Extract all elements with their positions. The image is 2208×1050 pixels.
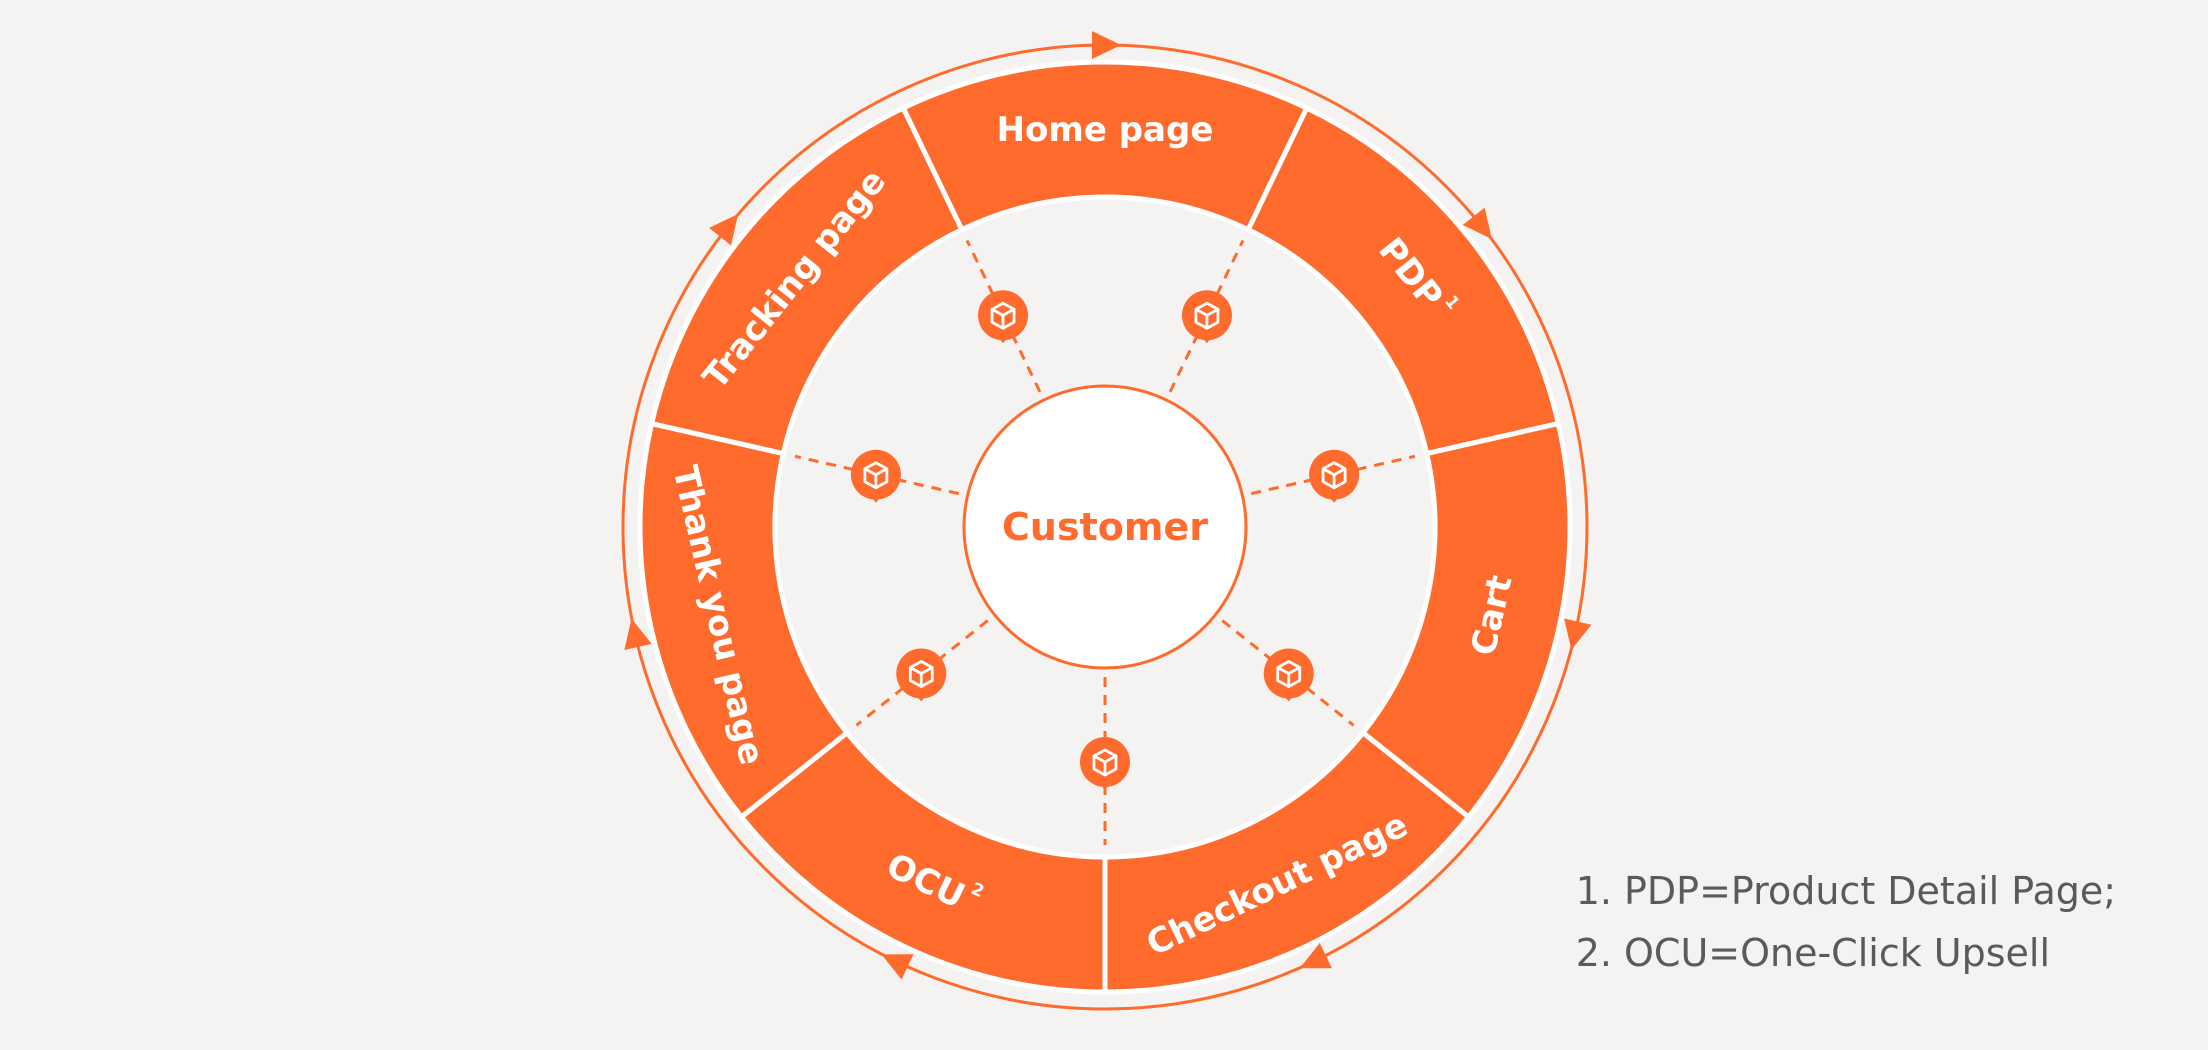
footnote-text: OCU=One-Click Upsell — [1624, 931, 2051, 975]
cycle-arrow-icon — [1299, 943, 1332, 969]
package-pin-icon — [896, 648, 947, 702]
segment-tracking-page — [649, 105, 965, 457]
cycle-arrow-icon — [1564, 618, 1592, 650]
footnotes: 1. PDP=Product Detail Page; 2. OCU=One-C… — [1560, 860, 2116, 984]
cycle-arrow-icon — [709, 213, 739, 246]
connector-spokes — [794, 239, 1416, 845]
customer-label: Customer — [1002, 505, 1208, 549]
customer-circle — [962, 384, 1248, 670]
footnote-text: PDP=Product Detail Page; — [1624, 869, 2117, 913]
cycle-arrow-ring — [621, 31, 1592, 1011]
footnote-ocu: 2. OCU=One-Click Upsell — [1560, 922, 2116, 984]
cycle-arrow-icon — [881, 954, 914, 980]
cycle-arrow-icon — [1462, 207, 1492, 239]
footnote-number: 1. — [1575, 869, 1612, 913]
package-pin-icon — [1080, 737, 1130, 790]
footnote-pdp: 1. PDP=Product Detail Page; — [1560, 860, 2116, 922]
segment-label-home-page: Home page — [997, 110, 1214, 150]
package-pin-icon — [1181, 290, 1232, 344]
package-pin-icon — [1263, 648, 1314, 702]
package-pin-icon — [978, 290, 1029, 344]
cycle-arrow-icon — [624, 618, 652, 651]
package-pin-icon — [1309, 449, 1360, 503]
package-pin-icon — [850, 449, 901, 503]
cycle-arrow-icon — [1092, 31, 1121, 59]
footnote-number: 2. — [1575, 931, 1612, 975]
